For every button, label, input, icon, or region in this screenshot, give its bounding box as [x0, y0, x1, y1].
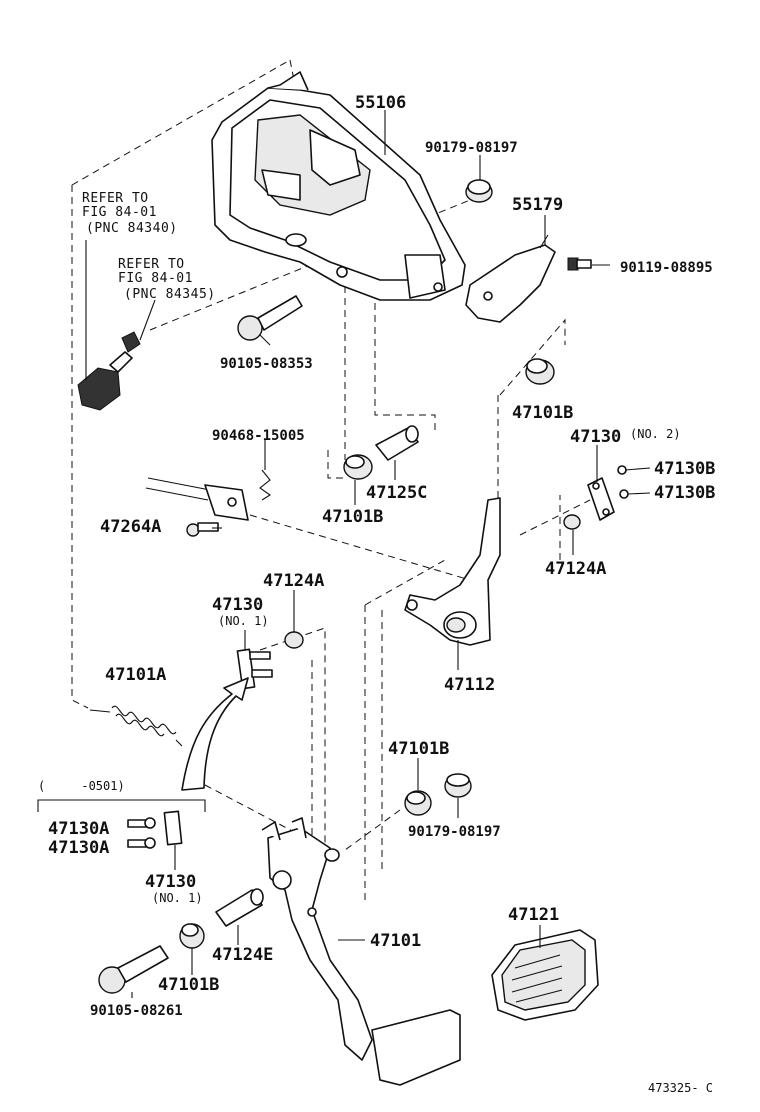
bushing-47101B-right [525, 358, 555, 385]
bushing-90179-low [444, 773, 472, 798]
label-55179: 55179 [512, 195, 563, 215]
label-47101B-mid: 47101B [322, 507, 383, 527]
label-47130A-1: 47130A [48, 819, 109, 839]
ref2-line3: (PNC 84345) [124, 287, 216, 302]
pin-47124A-right [563, 514, 581, 530]
label-90179-top: 90179-08197 [425, 140, 518, 156]
ref2-line1: REFER TO [118, 257, 185, 272]
label-47130-no1-note: (NO. 1) [218, 614, 269, 628]
label-47101: 47101 [370, 931, 421, 951]
part-labels: 55106 90179-08197 55179 90119-08895 REFE… [38, 93, 715, 1095]
leader-lines [85, 110, 651, 998]
label-47130-low: 47130 [145, 872, 196, 892]
label-47264A: 47264A [100, 517, 161, 537]
label-47124A-right: 47124A [545, 559, 606, 579]
collar-47125C [375, 425, 419, 461]
bushing-47101B-mid [343, 454, 373, 480]
label-47130-no2-note: (NO. 2) [630, 427, 681, 441]
direction-arrow [181, 677, 249, 791]
figure-code: 473325- C [648, 1081, 713, 1095]
bushing-47101B-low [404, 790, 432, 816]
label-47121: 47121 [508, 905, 559, 925]
ref1-line3: (PNC 84340) [86, 221, 178, 236]
range-bracket [37, 799, 206, 812]
bolt-90119 [567, 257, 592, 271]
label-90105-08353: 90105-08353 [220, 356, 313, 372]
label-47112: 47112 [444, 675, 495, 695]
pedal-arm-47101 [261, 817, 373, 1061]
plate-55179 [465, 234, 556, 323]
pins-47130A [127, 817, 156, 849]
label-47101B-low: 47101B [388, 739, 449, 759]
label-47124A-left: 47124A [263, 571, 324, 591]
clip-90468 [259, 469, 271, 501]
label-47130B-2: 47130B [654, 483, 715, 503]
label-47130-no2: 47130 [570, 427, 621, 447]
clip-47130B [617, 465, 629, 499]
pedal-plate [371, 1009, 461, 1086]
stop-lamp-switch [77, 351, 133, 411]
pin-47264A [186, 522, 219, 537]
label-90105-08261: 90105-08261 [90, 1003, 183, 1019]
label-47101B-bottom: 47101B [158, 975, 219, 995]
push-rod-clevis [145, 477, 249, 521]
label-90119: 90119-08895 [620, 260, 713, 276]
lever-47112 [404, 497, 501, 646]
ref1-line1: REFER TO [82, 191, 149, 206]
link-47130-no2 [587, 477, 615, 521]
link-47130-low [163, 810, 183, 846]
pin-47124A-left [284, 631, 304, 649]
label-47130-low-note: (NO. 1) [152, 891, 203, 905]
ref1-line2: FIG 84-01 [82, 205, 157, 220]
label-47124E: 47124E [212, 945, 273, 965]
label-47130-no1: 47130 [212, 595, 263, 615]
pedal-bracket-55106 [211, 71, 466, 301]
label-55106: 55106 [355, 93, 406, 113]
label-47101B-right: 47101B [512, 403, 573, 423]
label-47101A: 47101A [105, 665, 166, 685]
label-47130B-1: 47130B [654, 459, 715, 479]
bushing-47101B-bottom [179, 923, 205, 949]
spring-47101A [89, 705, 183, 747]
ref2-line2: FIG 84-01 [118, 271, 193, 286]
bushing-90179-top [465, 179, 493, 203]
label-range-note: ( -0501) [38, 779, 125, 793]
label-90179-low: 90179-08197 [408, 824, 501, 840]
bolt-90105-08261 [98, 945, 169, 994]
pedal-pad-47121 [491, 929, 599, 1021]
link-47130-no1 [236, 648, 273, 690]
collar-47124E [215, 888, 264, 927]
label-90468: 90468-15005 [212, 428, 305, 444]
switch-nut [121, 331, 141, 353]
bolt-90105-08353 [237, 295, 303, 341]
label-47125C: 47125C [366, 483, 427, 503]
label-47130A-2: 47130A [48, 838, 109, 858]
